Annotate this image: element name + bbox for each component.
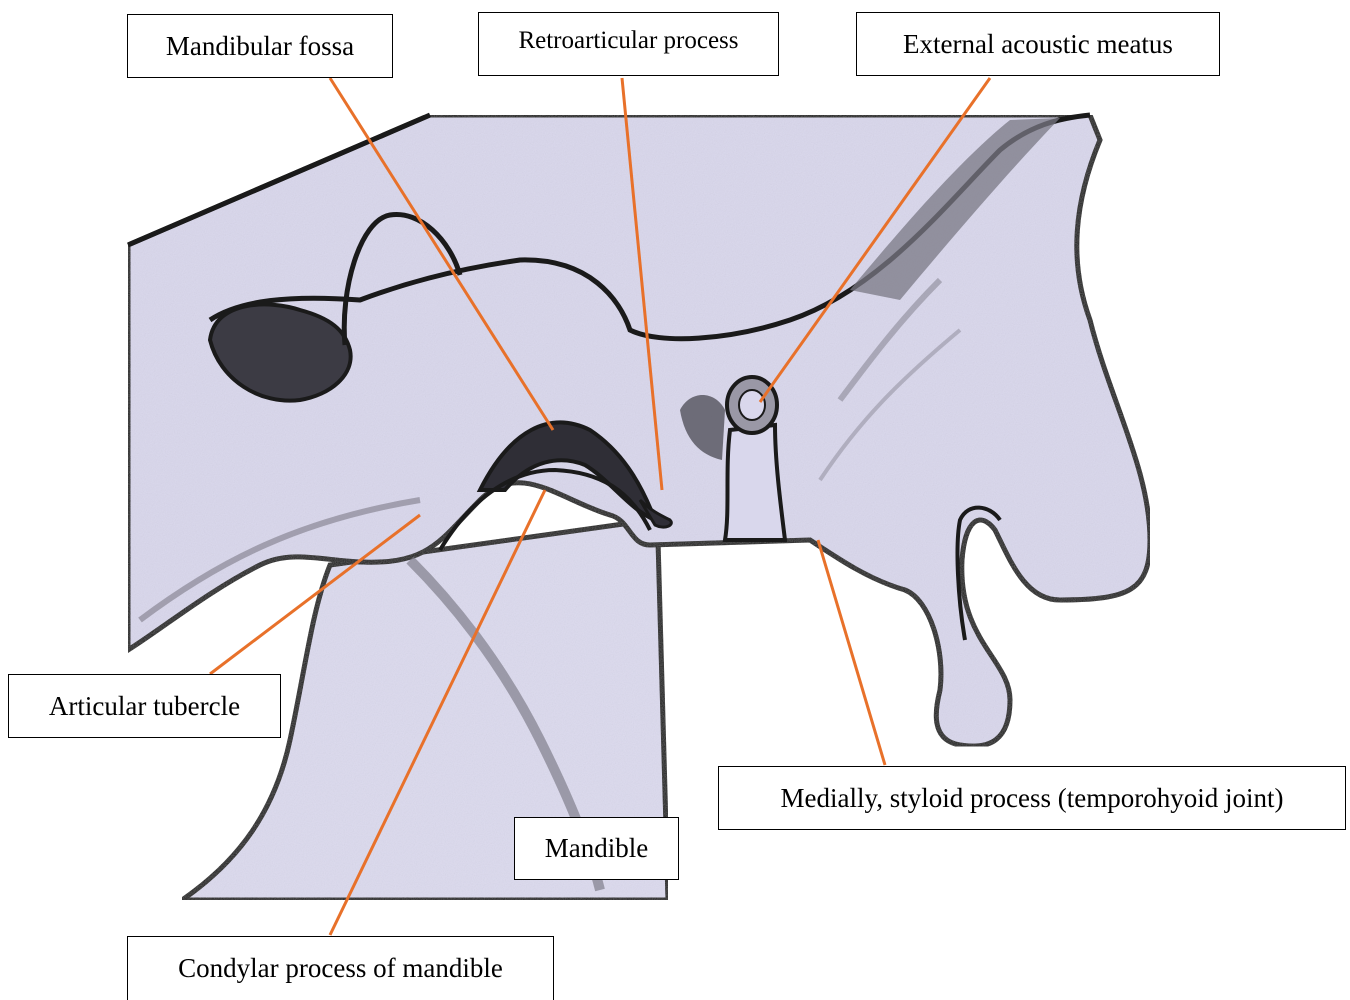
label-condylar-process: Condylar process of mandible xyxy=(127,936,554,1000)
acoustic-meatus-tube xyxy=(725,425,785,540)
label-mandibular-fossa: Mandibular fossa xyxy=(127,14,393,78)
label-external-acoustic-meatus: External acoustic meatus xyxy=(856,12,1220,76)
acoustic-meatus-inner xyxy=(739,390,765,420)
label-retroarticular-process: Retroarticular process xyxy=(478,12,779,76)
label-articular-tubercle: Articular tubercle xyxy=(8,674,281,738)
label-mandible: Mandible xyxy=(514,817,679,880)
label-styloid-process: Medially, styloid process (temporohyoid … xyxy=(718,766,1346,830)
